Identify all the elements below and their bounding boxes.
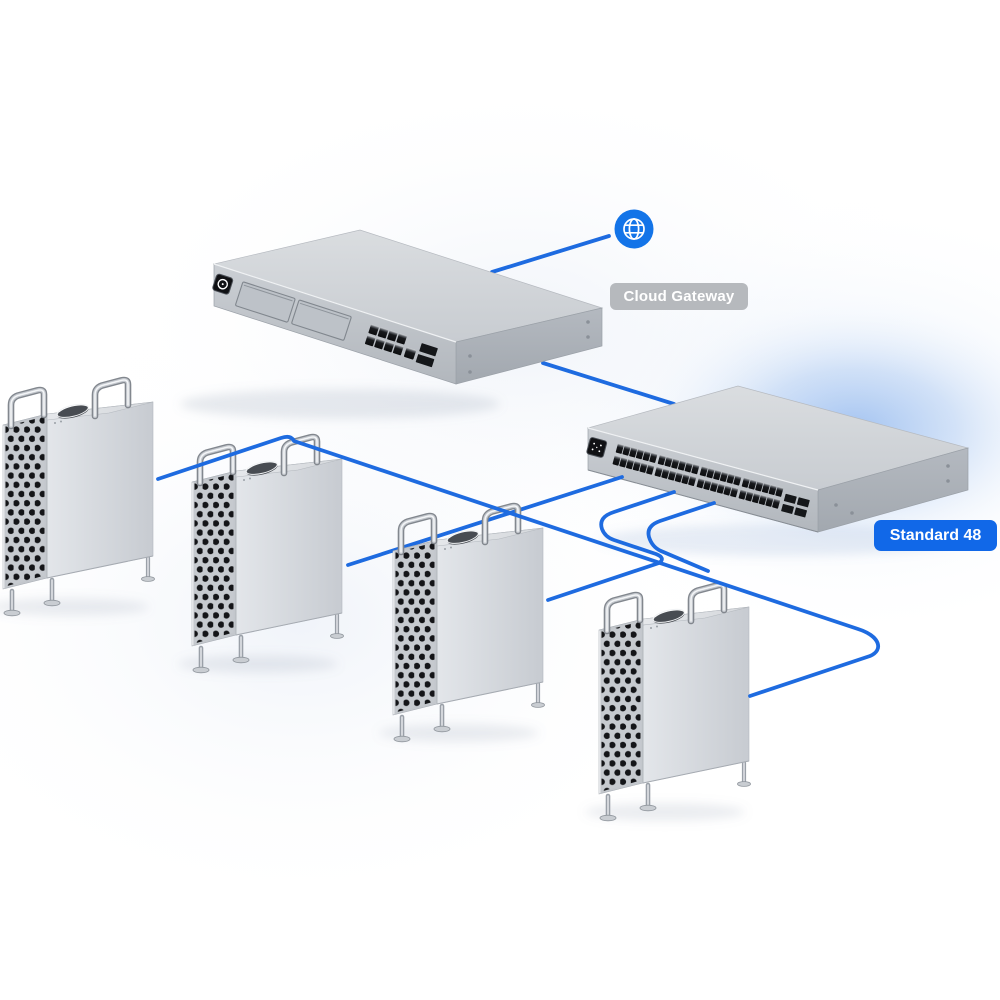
gateway-console-port [403,347,417,360]
cloud-gateway-device [212,229,604,385]
switch-sfp-ports [781,493,810,518]
cable-hairpin [646,501,716,573]
gateway-rj45-ports [364,324,407,356]
gateway-label: Cloud Gateway [610,283,748,310]
globe-icon [614,209,654,249]
gateway-switch-link [541,361,676,406]
gateway-sfp-ports [415,343,438,368]
switch-rj45-ports [612,443,784,509]
switch-shadow [600,524,960,556]
gateway-drive-bays [235,281,352,341]
standard-48-switch [586,385,970,533]
gateway-shadow [180,389,500,419]
cable-to-tower-3 [546,490,676,602]
gateway-screws [468,320,590,374]
switch-screws [834,464,950,515]
internet-node [614,209,654,249]
internet-uplink-line [490,234,611,274]
cable-tower-1-and-4 [156,434,881,698]
switch-label: Standard 48 [874,520,997,551]
